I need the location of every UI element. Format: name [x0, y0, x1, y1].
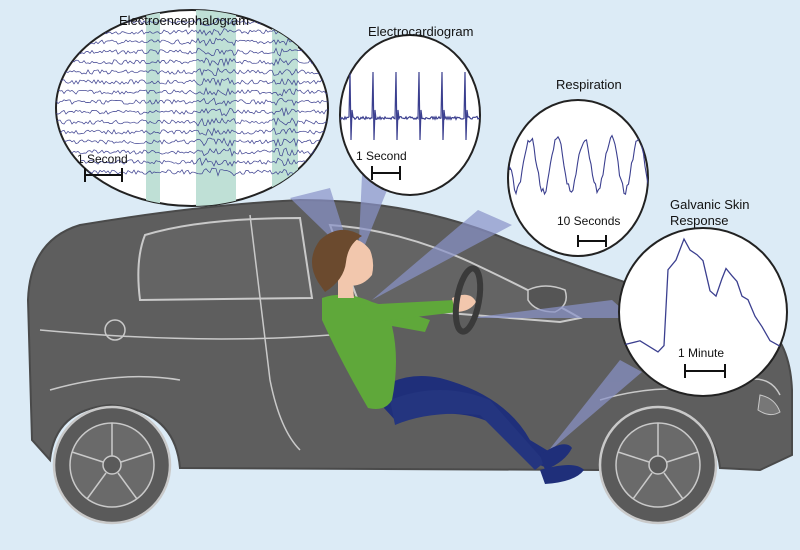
- sensor-beams: [290, 175, 642, 455]
- car-window-front: [137, 216, 314, 302]
- gsr-inset: [618, 227, 788, 397]
- eeg-channel-trace: [56, 157, 328, 167]
- driver-torso: [322, 294, 430, 409]
- driver-arm: [360, 300, 458, 322]
- rear-wheel: [52, 405, 172, 525]
- gsr-scale-label: 1 Minute: [678, 346, 725, 360]
- resp-scale-label: 10 Seconds: [557, 214, 621, 228]
- eeg-inset: [55, 9, 329, 207]
- eeg-channel-trace: [56, 147, 328, 157]
- resp-title: Respiration: [556, 77, 622, 92]
- gsr-trace: [619, 237, 787, 353]
- eeg-channel-trace: [56, 86, 328, 97]
- ecg-scale-label: 1 Second: [356, 149, 407, 163]
- eeg-highlight-band: [146, 10, 160, 206]
- eeg-channel-trace: [56, 57, 328, 68]
- front-wheel: [598, 405, 718, 525]
- car-body-lines: [39, 214, 781, 451]
- eeg-scale-label: 1 Second: [77, 152, 128, 166]
- driver-figure: [311, 229, 584, 484]
- eeg-channel-trace: [56, 67, 328, 77]
- eeg-highlight-band: [196, 10, 236, 206]
- eeg-channel-trace: [56, 137, 328, 148]
- resp-scale-bar: [577, 235, 607, 247]
- ecg-trace: [340, 71, 480, 141]
- eeg-channel-trace: [56, 167, 328, 177]
- ecg-inset: [339, 34, 481, 196]
- ecg-scale-bar: [371, 166, 401, 180]
- resp-inset: [507, 99, 649, 257]
- gsr-title-line1: Galvanic Skin: [670, 197, 750, 212]
- eeg-scale-bar: [84, 168, 123, 182]
- eeg-channel-trace: [56, 127, 328, 137]
- driver-shoes: [540, 444, 584, 484]
- gsr-scale-bar: [684, 364, 726, 378]
- eeg-channel-trace: [56, 77, 328, 87]
- eeg-channel-trace: [56, 47, 328, 57]
- car-mirror: [527, 285, 567, 313]
- eeg-channel-trace: [56, 117, 328, 127]
- driver-hair: [311, 229, 362, 292]
- door-handle: [104, 319, 126, 341]
- eeg-channel-trace: [56, 106, 328, 117]
- eeg-channel-trace: [56, 37, 328, 47]
- steering-wheel: [452, 265, 484, 335]
- eeg-channel-trace: [56, 97, 328, 107]
- gsr-title-line2: Response: [670, 213, 729, 228]
- eeg-title: Electroencephalogram: [119, 13, 250, 28]
- resp-trace: [509, 134, 648, 196]
- headlight: [757, 394, 781, 416]
- ecg-title: Electrocardiogram: [368, 24, 474, 39]
